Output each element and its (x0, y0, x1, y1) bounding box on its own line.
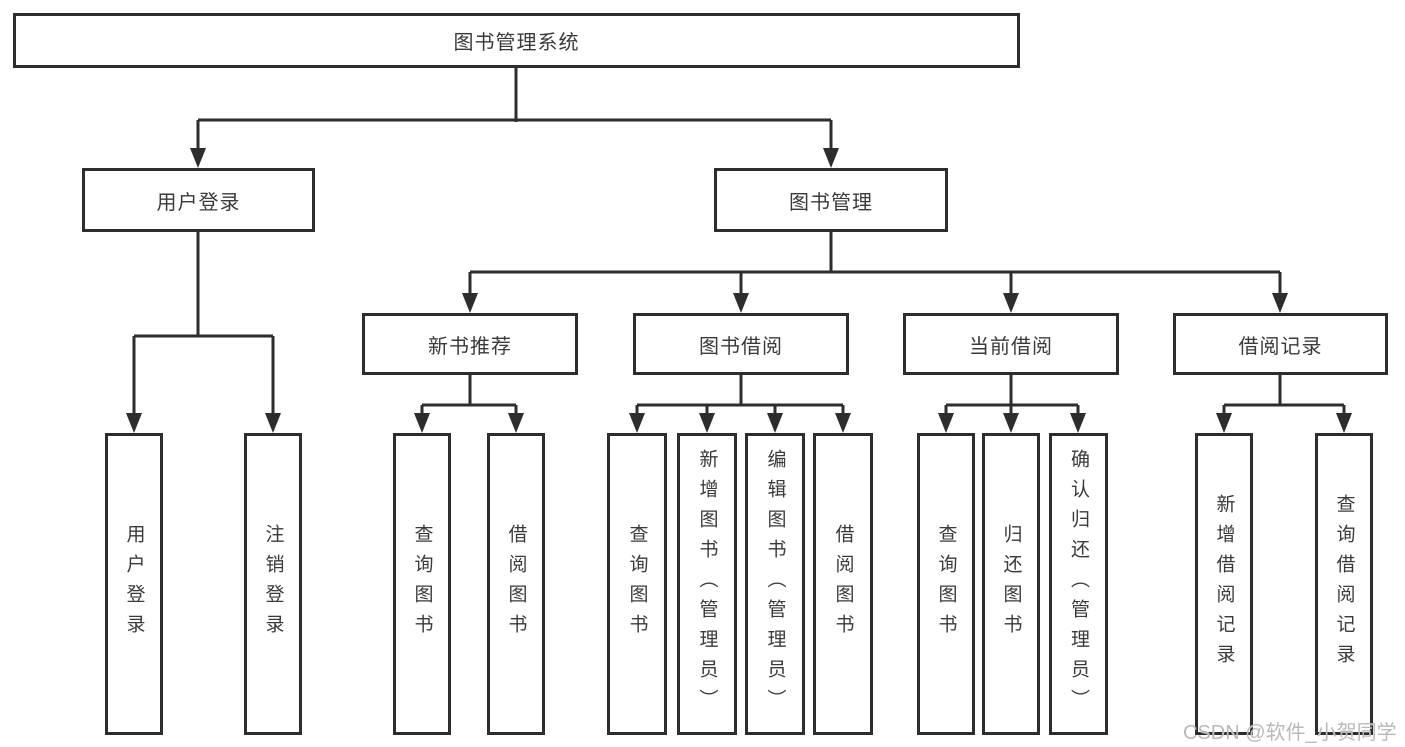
node-label: 新增借阅记录 (1213, 494, 1235, 674)
leaf-add-books-admin: 新增图书（管理员） (677, 433, 737, 735)
leaf-query-books: 查询图书 (393, 433, 451, 735)
node-label: 查询借阅记录 (1333, 494, 1355, 674)
node-label: 查询图书 (626, 524, 648, 644)
leaf-borrow-books: 借阅图书 (487, 433, 545, 735)
csdn-watermark: CSDN @软件_小贺同学 (1183, 722, 1397, 744)
node-label: 注销登录 (262, 524, 284, 644)
node-label: 用户登录 (123, 524, 145, 644)
leaf-borrow-books: 借阅图书 (813, 433, 873, 735)
node-label: 图书借阅 (699, 335, 783, 358)
node-label: 图书管理系统 (453, 32, 580, 54)
node-label: 查询图书 (411, 524, 433, 644)
leaf-logout: 注销登录 (244, 433, 302, 735)
node-label: 查询图书 (935, 524, 957, 644)
node-book-management: 图书管理 (714, 168, 948, 232)
node-label: 用户登录 (156, 191, 241, 214)
node-label: 归还图书 (1000, 524, 1022, 644)
node-label: 新书推荐 (428, 335, 512, 358)
node-label: 借阅图书 (505, 524, 527, 644)
node-borrowing-records: 借阅记录 (1173, 313, 1388, 375)
leaf-return-books: 归还图书 (982, 433, 1040, 735)
node-label: 当前借阅 (969, 335, 1053, 358)
node-current-borrowing: 当前借阅 (903, 313, 1119, 375)
node-label: 确认归还（管理员） (1068, 449, 1089, 719)
leaf-user-login: 用户登录 (105, 433, 163, 735)
node-user-login: 用户登录 (82, 168, 315, 232)
leaf-confirm-return-admin: 确认归还（管理员） (1049, 433, 1108, 735)
node-new-book-recommend: 新书推荐 (362, 313, 578, 375)
node-book-borrowing: 图书借阅 (633, 313, 849, 375)
node-label: 借阅记录 (1238, 335, 1323, 358)
node-root: 图书管理系统 (13, 13, 1020, 68)
node-label: 借阅图书 (832, 524, 854, 644)
leaf-add-borrow-record: 新增借阅记录 (1195, 433, 1253, 735)
node-label: 图书管理 (789, 191, 873, 214)
node-label: 编辑图书（管理员） (764, 449, 786, 719)
leaf-query-books: 查询图书 (917, 433, 975, 735)
node-label: 新增图书（管理员） (696, 449, 718, 719)
leaf-query-borrow-record: 查询借阅记录 (1315, 433, 1373, 735)
leaf-query-books: 查询图书 (607, 433, 667, 735)
leaf-edit-books-admin: 编辑图书（管理员） (745, 433, 805, 735)
